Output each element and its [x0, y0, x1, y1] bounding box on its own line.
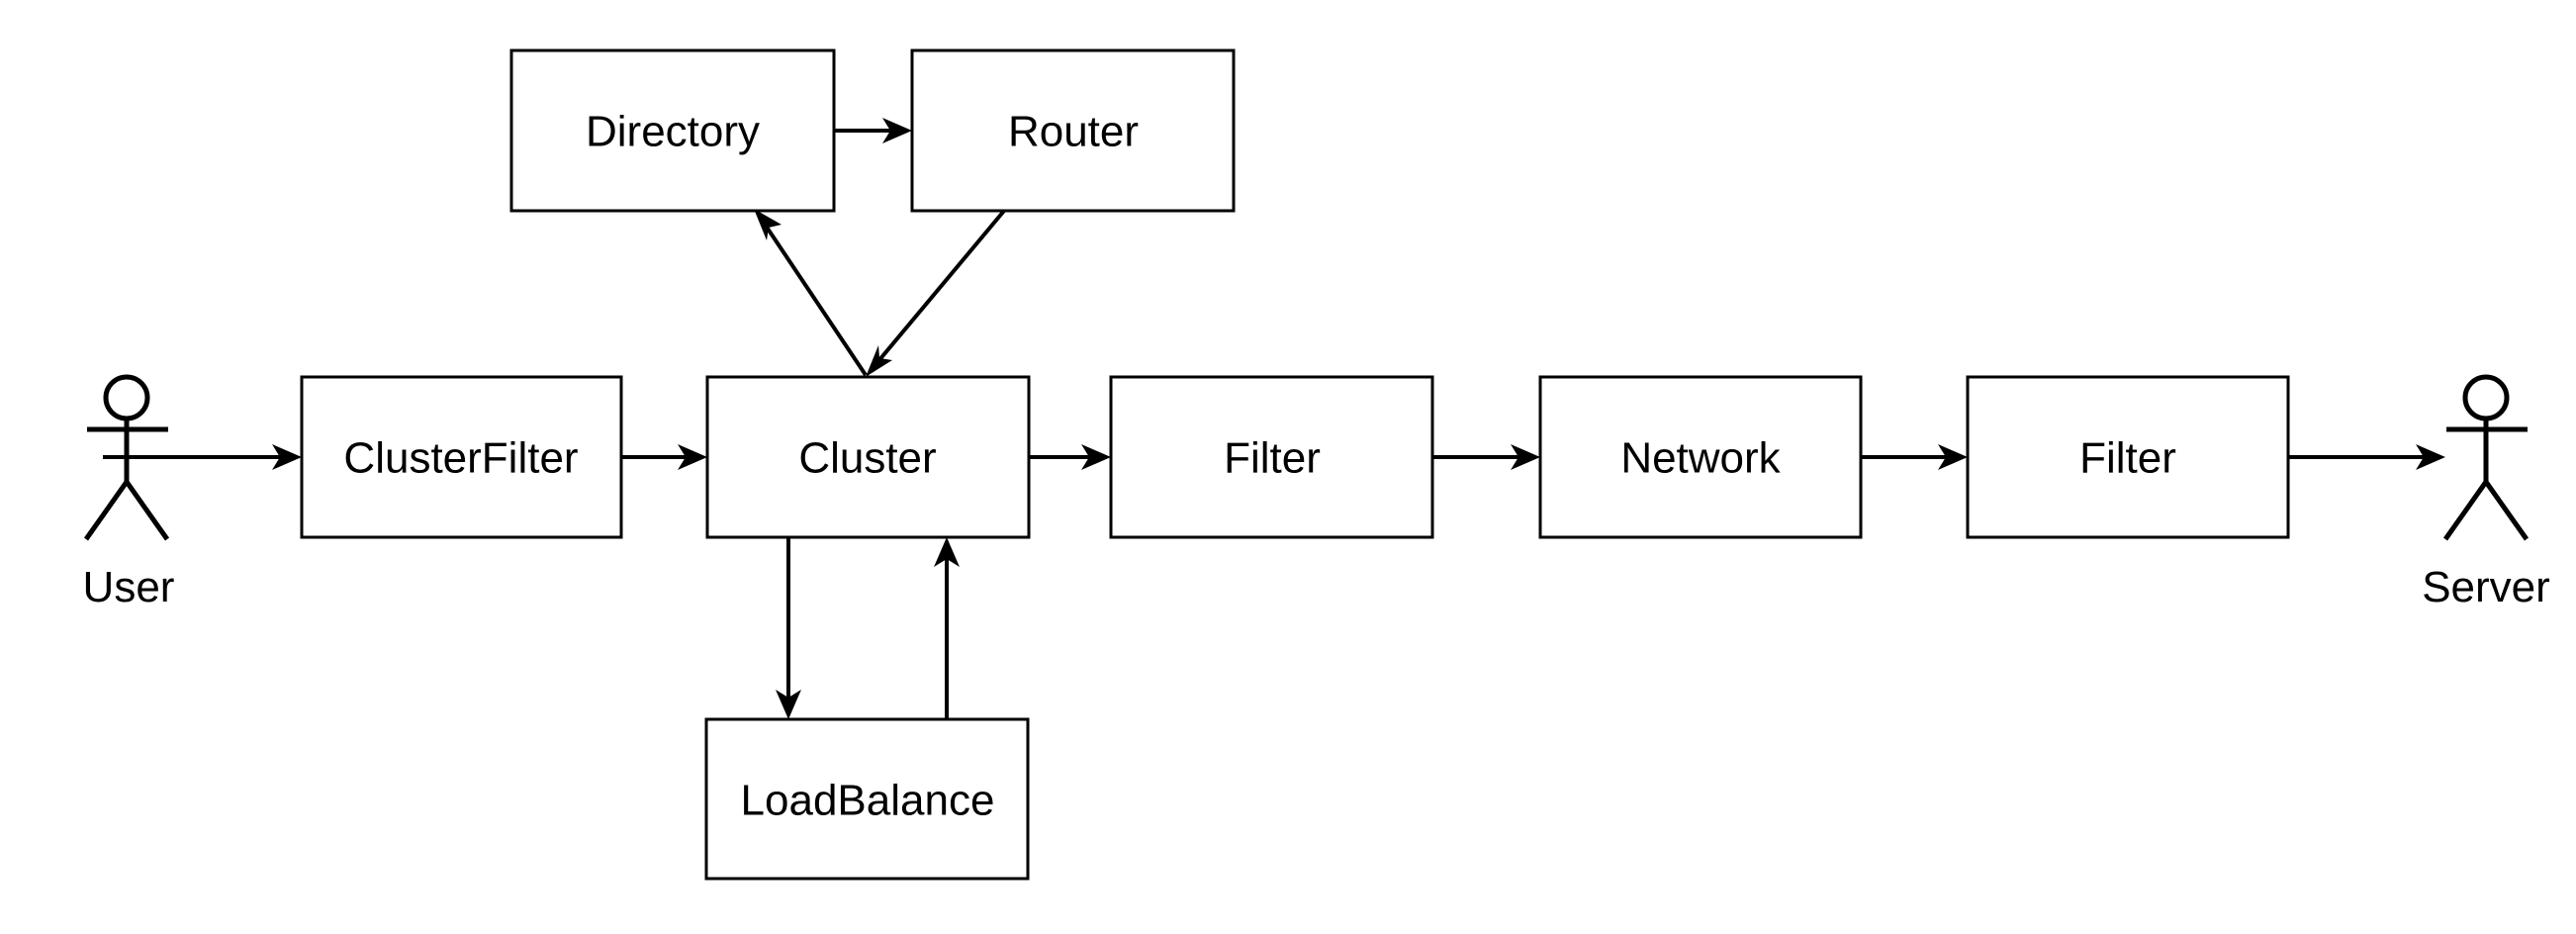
node-cluster-filter-box — [300, 375, 623, 539]
node-cluster[interactable]: Cluster — [705, 375, 1031, 539]
edge-router-to-cluster — [866, 209, 1006, 377]
node-cluster-label: Cluster — [798, 434, 936, 483]
node-network-label: Network — [1620, 434, 1781, 483]
node-cluster-box — [705, 375, 1031, 539]
node-router-box — [910, 48, 1236, 213]
edge-directory-to-router — [834, 118, 912, 143]
edge-cluster-to-directory — [754, 209, 868, 377]
node-directory-label: Directory — [586, 108, 760, 156]
actor-label-user: User — [83, 563, 175, 611]
actor-label-server: Server — [2422, 563, 2550, 611]
node-network-box — [1538, 375, 1863, 539]
user-head-icon — [103, 374, 150, 421]
node-filter-1-box — [1109, 375, 1434, 539]
edge-cluster-to-load-balance — [776, 537, 801, 719]
server-left-leg-line — [2442, 480, 2489, 541]
edge-user-to-cluster-filter — [103, 444, 302, 470]
edge-network-to-filter-2 — [1861, 444, 1968, 470]
node-load-balance[interactable]: LoadBalance — [704, 717, 1030, 881]
edge-load-balance-to-cluster — [934, 537, 960, 719]
actor-server[interactable]: Server — [2422, 374, 2550, 611]
node-filter-2-box — [1966, 375, 2290, 539]
node-filter-2[interactable]: Filter — [1966, 375, 2290, 539]
server-right-leg-line — [2483, 480, 2530, 541]
actor-user[interactable]: User — [83, 374, 175, 611]
node-filter-2-label: Filter — [2079, 434, 2176, 483]
node-network[interactable]: Network — [1538, 375, 1863, 539]
user-right-leg-line — [124, 480, 170, 541]
server-head-icon — [2462, 374, 2510, 421]
edge-filter-2-to-server — [2288, 444, 2445, 470]
node-directory[interactable]: Directory — [509, 48, 836, 213]
node-cluster-filter[interactable]: ClusterFilter — [300, 375, 623, 539]
node-filter-1-label: Filter — [1224, 434, 1321, 483]
node-router[interactable]: Router — [910, 48, 1236, 213]
node-router-label: Router — [1008, 108, 1139, 156]
edge-cluster-filter-to-cluster — [621, 444, 707, 470]
node-cluster-filter-label: ClusterFilter — [343, 434, 578, 483]
edge-filter-1-to-network — [1432, 444, 1540, 470]
node-load-balance-label: LoadBalance — [741, 777, 995, 825]
edge-cluster-to-filter-1 — [1029, 444, 1111, 470]
node-filter-1[interactable]: Filter — [1109, 375, 1434, 539]
node-directory-box — [509, 48, 836, 213]
node-load-balance-box — [704, 717, 1030, 881]
user-left-leg-line — [83, 480, 130, 541]
